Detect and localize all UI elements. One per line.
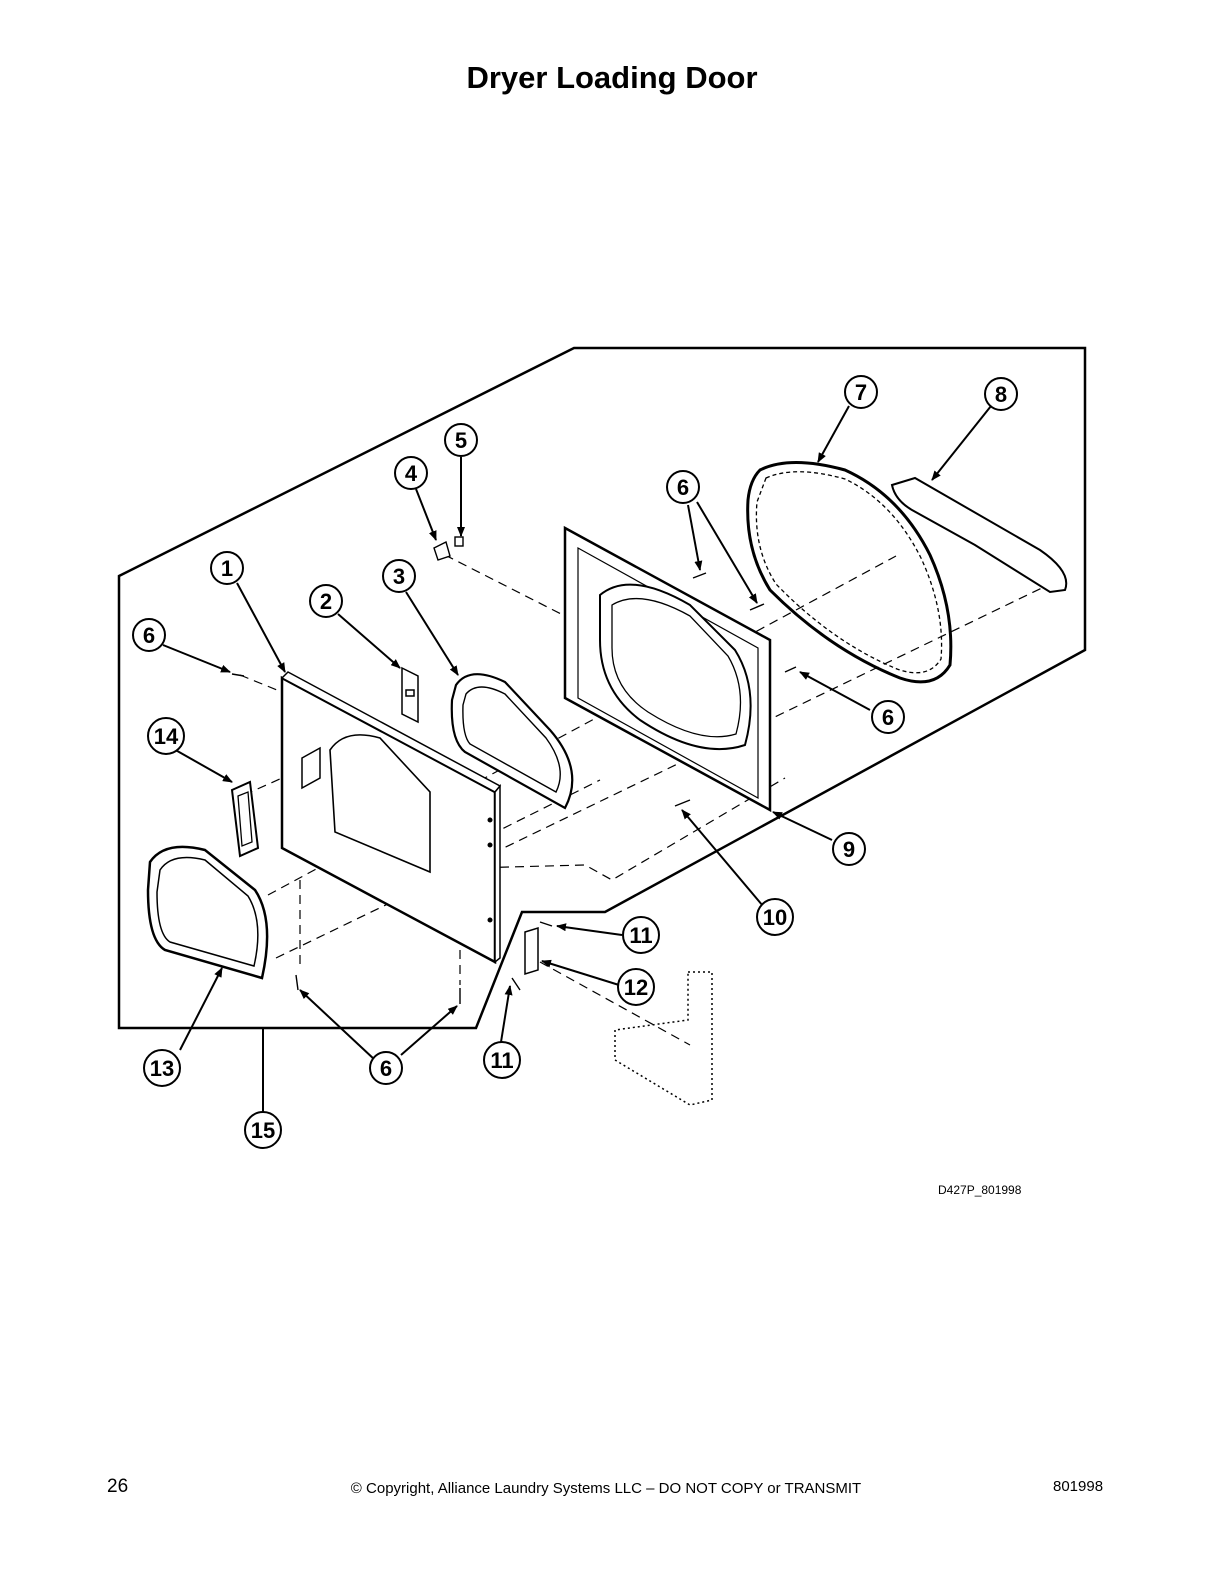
- callout-1: 1: [210, 551, 244, 585]
- callout-3: 3: [382, 559, 416, 593]
- callout-9: 9: [832, 832, 866, 866]
- callout-4: 4: [394, 456, 428, 490]
- callout-11: 11: [622, 916, 660, 954]
- door-frame: [563, 525, 772, 813]
- callout-14: 14: [147, 717, 185, 755]
- callout-6: 6: [871, 700, 905, 734]
- screws: [231, 572, 797, 1004]
- drawing-number: D427P_801998: [938, 1183, 1022, 1197]
- svg-text:6: 6: [677, 475, 689, 500]
- svg-text:10: 10: [763, 905, 787, 930]
- svg-text:5: 5: [455, 428, 467, 453]
- callout-12: 12: [617, 968, 655, 1006]
- svg-text:14: 14: [154, 724, 179, 749]
- leader-lines: [162, 405, 992, 1112]
- assembly-outline: [117, 346, 1087, 1030]
- door-gasket: [746, 461, 953, 684]
- callout-13: 13: [143, 1049, 181, 1087]
- callout-2: 2: [309, 584, 343, 618]
- svg-text:15: 15: [251, 1118, 275, 1143]
- svg-text:4: 4: [405, 461, 418, 486]
- svg-text:6: 6: [882, 705, 894, 730]
- svg-text:13: 13: [150, 1056, 174, 1081]
- callout-6: 6: [666, 470, 700, 504]
- callout-6: 6: [132, 618, 166, 652]
- callout-5: 5: [444, 423, 478, 457]
- callout-6: 6: [369, 1051, 403, 1085]
- copyright-notice: © Copyright, Alliance Laundry Systems LL…: [350, 1480, 862, 1497]
- svg-text:6: 6: [380, 1056, 392, 1081]
- door-panel: [280, 671, 502, 965]
- svg-text:9: 9: [843, 837, 855, 862]
- svg-text:2: 2: [320, 589, 332, 614]
- strike-bracket: [401, 666, 419, 724]
- document-number: 801998: [1053, 1478, 1104, 1495]
- callout-10: 10: [756, 898, 794, 936]
- cabinet-outline: [614, 971, 713, 1106]
- svg-text:1: 1: [221, 556, 233, 581]
- callout-11: 11: [483, 1041, 521, 1079]
- callout-7: 7: [844, 375, 878, 409]
- latch-clip: [433, 536, 464, 561]
- page-title: Dryer Loading Door: [466, 60, 758, 95]
- page-number: 26: [107, 1476, 129, 1497]
- small-bezel: [230, 780, 260, 858]
- callout-8: 8: [984, 377, 1018, 411]
- svg-text:3: 3: [393, 564, 405, 589]
- svg-text:7: 7: [855, 380, 867, 405]
- window-ring: [146, 845, 269, 980]
- svg-text:12: 12: [624, 975, 648, 1000]
- svg-text:8: 8: [995, 382, 1007, 407]
- callout-15: 15: [244, 1111, 282, 1149]
- door-handle: [890, 476, 1068, 594]
- hinge: [524, 926, 539, 976]
- svg-text:11: 11: [490, 1048, 513, 1073]
- inner-liner: [450, 673, 574, 810]
- svg-text:11: 11: [629, 923, 652, 948]
- svg-text:6: 6: [143, 623, 155, 648]
